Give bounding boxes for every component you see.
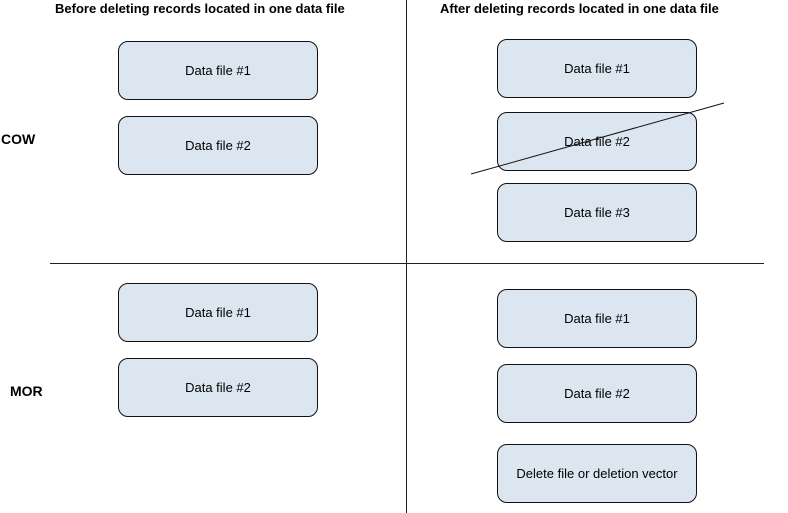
mor-before-data-file-2: Data file #2 <box>118 358 318 417</box>
heading-before: Before deleting records located in one d… <box>55 1 345 16</box>
mor-after-data-file-2: Data file #2 <box>497 364 697 423</box>
mor-after-delete-file: Delete file or deletion vector <box>497 444 697 503</box>
cow-before-data-file-2: Data file #2 <box>118 116 318 175</box>
cow-after-data-file-1: Data file #1 <box>497 39 697 98</box>
vertical-divider <box>406 0 407 513</box>
heading-after: After deleting records located in one da… <box>440 1 719 16</box>
cow-after-data-file-3: Data file #3 <box>497 183 697 242</box>
mor-after-data-file-1: Data file #1 <box>497 289 697 348</box>
cow-after-data-file-2: Data file #2 <box>497 112 697 171</box>
horizontal-divider <box>50 263 764 264</box>
row-label-mor: MOR <box>10 383 43 399</box>
cow-before-data-file-1: Data file #1 <box>118 41 318 100</box>
row-label-cow: COW <box>1 131 36 147</box>
mor-before-data-file-1: Data file #1 <box>118 283 318 342</box>
